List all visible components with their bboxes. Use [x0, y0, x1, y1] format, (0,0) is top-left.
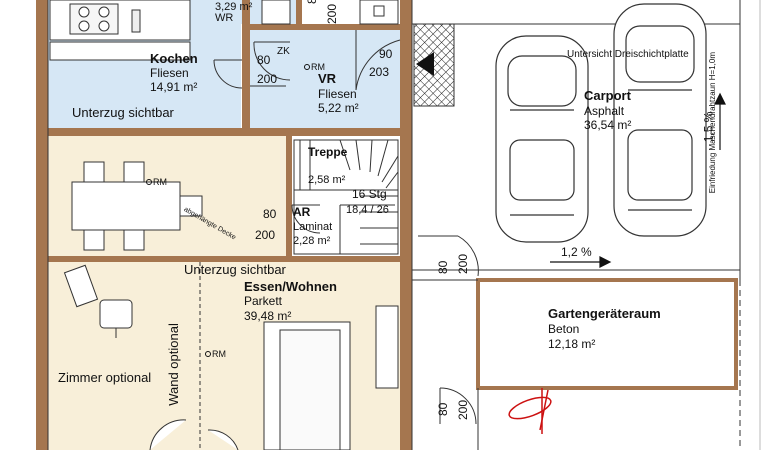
vr-door [250, 30, 401, 91]
gefaelle-v-label: 1,5 % [701, 111, 716, 143]
entrance-steps [413, 23, 455, 107]
kochen-area: 14,91 m² [150, 80, 198, 94]
wr-door-h: 200 [325, 3, 339, 24]
unterzug-label-2: Unterzug sichtbar [184, 262, 286, 277]
rm-markers [146, 64, 310, 357]
ar-floor-label: Laminat [293, 221, 333, 233]
slope-arrows [550, 92, 726, 268]
essen-name: Essen/Wohnen [244, 279, 337, 294]
vr-door-h: 203 [369, 65, 390, 79]
walls [36, 0, 412, 450]
garten-area: 12,18 m² [548, 337, 596, 351]
treppe-name: Treppe [308, 145, 348, 159]
wr-name: WR [215, 12, 234, 24]
kochen-door-h: 200 [257, 72, 278, 86]
stairs [293, 139, 399, 255]
unterzug-label-1: Unterzug sichtbar [72, 105, 174, 120]
essen-floor-label: Parkett [244, 294, 283, 308]
vr-name: VR [318, 71, 337, 86]
garten-door2-w: 80 [436, 402, 450, 416]
kochen-door [213, 59, 243, 89]
wand-optional-label: Wand optional [165, 323, 181, 406]
garten-name: Gartengeräteraum [548, 306, 661, 321]
rm-label-wohnen: RM [212, 349, 226, 359]
dining-table [71, 161, 203, 251]
kochen-door-w: 80 [257, 53, 271, 67]
rm-label-essen: RM [153, 177, 167, 187]
ar-area: 2,28 m² [293, 235, 331, 247]
treppe-steps: 16 Stg [352, 187, 387, 201]
ar-door-h: 200 [255, 228, 276, 242]
untersicht-label: Untersicht Dreischichtplatte [567, 49, 689, 60]
vr-floor-label: Fliesen [318, 87, 357, 101]
garten-floor-label: Beton [548, 322, 580, 336]
treppe-area: 2,58 m² [308, 174, 346, 186]
rm-label-vr: RM [311, 62, 325, 72]
sofa [263, 305, 399, 450]
ar-door-w: 80 [263, 207, 277, 221]
desk [63, 264, 133, 338]
wr-area: 3,29 m² [215, 1, 253, 13]
vr-area: 5,22 m² [318, 101, 359, 115]
vr-door-w: 90 [379, 47, 393, 61]
tool-icon [508, 388, 552, 434]
garten-door2-h: 200 [456, 399, 470, 420]
zk-label: ZK [277, 46, 290, 57]
garten-door-w: 80 [436, 260, 450, 274]
treppe-step-dims: 18,4 / 26 [346, 204, 389, 216]
essen-area: 39,48 m² [244, 309, 292, 323]
car-right [613, 3, 707, 237]
carport-floor-label: Asphalt [584, 104, 625, 118]
ar-name: AR [293, 205, 311, 219]
garden-shed [412, 278, 738, 450]
round-table [149, 419, 239, 450]
kitchen-counter [49, 0, 191, 61]
shed-doors [418, 235, 479, 425]
zimmer-optional-label: Zimmer optional [58, 370, 152, 385]
wr-door-w: 80 [305, 0, 320, 4]
wr-fixtures [261, 0, 399, 25]
vr-floor [250, 30, 400, 128]
ar-door [291, 204, 321, 234]
kochen-name: Kochen [150, 51, 198, 66]
car-left [495, 35, 589, 243]
kochen-floor-label: Fliesen [150, 66, 189, 80]
gefaelle-h-label: 1,2 % [561, 245, 592, 259]
garten-door-h: 200 [456, 253, 470, 274]
carport-area: 36,54 m² [584, 118, 632, 132]
carport-name: Carport [584, 88, 631, 103]
